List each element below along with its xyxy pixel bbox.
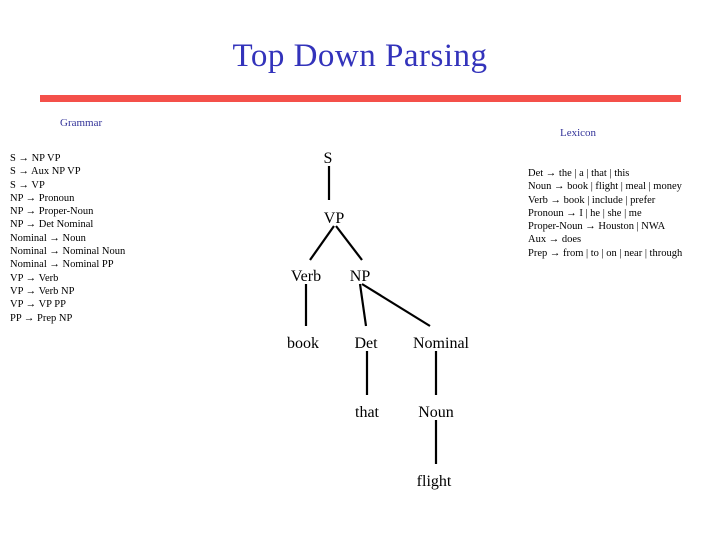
grammar-rule: VP → Verb NP xyxy=(10,285,75,297)
title-divider-bar xyxy=(40,95,681,102)
tree-node-vp: VP xyxy=(323,210,345,227)
grammar-rule: VP → VP PP xyxy=(10,299,66,311)
lexicon-rule: Aux → does xyxy=(528,234,582,246)
tree-node-np: NP xyxy=(349,268,371,285)
grammar-caption: Grammar xyxy=(60,117,103,129)
lexicon-rule: Prep → from | to | on | near | through xyxy=(528,247,683,259)
parse-tree: S VP Verb NP book Det Nominal that Noun flight xyxy=(250,140,540,510)
grammar-rule: NP → Det Nominal xyxy=(10,219,94,231)
tree-edge-np-det xyxy=(358,283,368,327)
lexicon-rule: Verb → book | include | prefer xyxy=(528,194,656,206)
tree-node-noun: Noun xyxy=(418,404,454,421)
grammar-rule: S → NP VP xyxy=(10,153,61,164)
tree-node-book: book xyxy=(287,335,319,352)
lexicon-rule: Det → the | a | that | this xyxy=(528,168,630,179)
parse-tree-edges xyxy=(304,166,438,464)
grammar-rule: S → Aux NP VP xyxy=(10,166,81,178)
lexicon-rule: Pronoun → I | he | she | me xyxy=(528,207,642,219)
tree-node-verb: Verb xyxy=(290,268,322,285)
tree-node-det: Det xyxy=(354,335,378,352)
grammar-rule: Nominal → Nominal PP xyxy=(10,259,114,271)
tree-edge-vp-np xyxy=(335,225,363,261)
lexicon-rule: Noun → book | flight | meal | money xyxy=(528,181,682,193)
tree-node-nominal: Nominal xyxy=(413,335,469,352)
tree-node-s: S xyxy=(323,150,333,167)
grammar-rule: Nominal → Nominal Noun xyxy=(10,246,126,258)
lexicon-rule: Proper-Noun → Houston | NWA xyxy=(528,221,666,233)
tree-edge-np-nominal xyxy=(361,283,431,327)
grammar-rule: PP → Prep NP xyxy=(10,312,73,324)
grammar-rule: NP → Pronoun xyxy=(10,192,75,204)
grammar-rule: Nominal → Noun xyxy=(10,232,86,244)
grammar-rule: NP → Proper-Noun xyxy=(10,206,94,218)
grammar-rule: VP → Verb xyxy=(10,272,59,284)
lexicon-caption: Lexicon xyxy=(560,127,597,139)
grammar-rule: S → VP xyxy=(10,179,45,191)
tree-node-that: that xyxy=(355,404,379,421)
tree-node-flight: flight xyxy=(416,473,452,490)
tree-edge-vp-verb xyxy=(309,225,335,261)
page-title: Top Down Parsing xyxy=(232,38,488,74)
